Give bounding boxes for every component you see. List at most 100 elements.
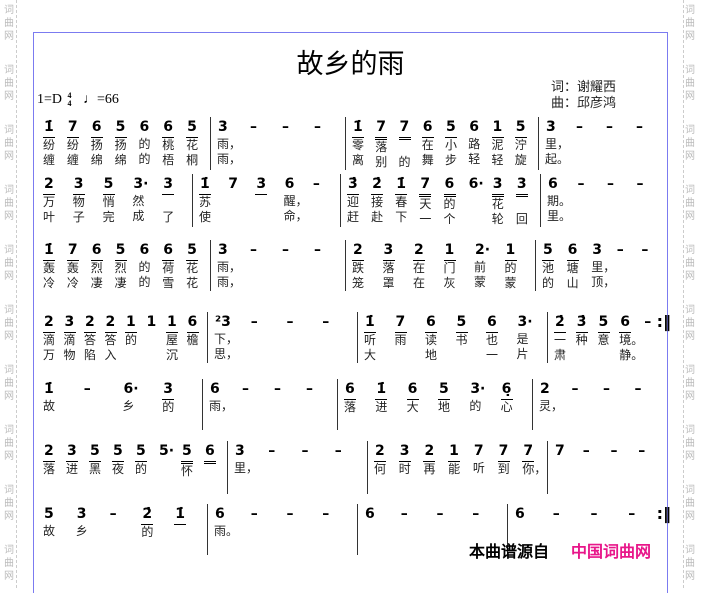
note: – <box>250 119 257 135</box>
note-column: – <box>590 504 628 555</box>
watermark-text: 词曲网 <box>685 545 695 582</box>
watermark-text: 词曲网 <box>4 305 14 342</box>
note: 1 <box>125 312 137 333</box>
note-column: – <box>436 504 472 555</box>
note-column: – <box>286 312 322 363</box>
note: – <box>250 314 258 330</box>
brand-link[interactable]: 中国词曲网 <box>571 542 652 561</box>
note-column: – <box>301 441 334 494</box>
note: – <box>334 443 342 459</box>
note: 5 <box>112 441 124 462</box>
repeat-sign: :‖ <box>656 504 671 523</box>
note: 1̇ <box>43 117 55 138</box>
source-label: 本曲谱源自 <box>469 542 550 561</box>
lyricist: 词：谢耀西 <box>551 80 617 95</box>
lyric-verse-1: 怀 <box>181 464 194 478</box>
time-den: 4 <box>67 99 72 108</box>
lyric-verse-1: 的 <box>138 260 151 274</box>
lyric-verse-2: 沉 <box>166 348 179 362</box>
lyric-verse-1: 万 <box>43 195 56 209</box>
lyric-verse-1: 里， <box>545 137 570 151</box>
lyric-verse-2: 使 <box>199 210 212 224</box>
note: 6 <box>443 174 456 197</box>
note: – <box>606 119 613 135</box>
note: 5 <box>542 240 554 261</box>
lyric-verse-1: 小 <box>445 138 458 152</box>
note: – <box>312 176 320 192</box>
note: 2̇ <box>371 174 384 195</box>
note-column: – <box>267 441 300 494</box>
note: – <box>644 314 652 330</box>
time-num: 4 <box>67 91 72 100</box>
note: 1̇ <box>43 240 55 261</box>
note: 7 <box>419 174 432 197</box>
note: – <box>314 242 321 258</box>
lyric-verse-1: 能 <box>448 462 461 476</box>
note-column: 3·是片 <box>517 312 548 363</box>
lyric-verse-1: 大 <box>406 400 419 414</box>
lyric-verse-1: 在 <box>421 138 434 152</box>
lyric-verse-2: 凄 <box>114 276 127 290</box>
note-column: – <box>305 379 337 430</box>
note: 2 <box>43 312 55 333</box>
note: 5 <box>44 506 54 522</box>
note: 7 <box>398 117 411 140</box>
note: 5 <box>89 441 101 462</box>
note: 5· <box>159 443 175 459</box>
note: – <box>472 506 480 522</box>
lyric-verse-2: 的 <box>138 275 151 289</box>
note-column: – <box>400 504 436 555</box>
note-column: – <box>635 117 665 170</box>
note-column: – <box>312 174 340 227</box>
lyric-verse-1: 门 <box>443 261 456 275</box>
note: 6 <box>210 381 220 397</box>
lyric-verse-1: 烈 <box>90 261 103 275</box>
note: 6 <box>162 117 175 138</box>
lyric-verse-2: 缠 <box>43 153 56 167</box>
lyric-verse-2: 冷 <box>43 276 56 290</box>
note: 6 <box>90 117 103 138</box>
note: 6· <box>468 176 484 192</box>
note: – <box>616 242 624 258</box>
lyric-verse-1: 花 <box>491 197 504 211</box>
lyric-verse-1: 然 <box>132 194 145 208</box>
note: 6 <box>406 379 419 400</box>
note-column: – <box>571 379 603 430</box>
lyric-verse-1: 雨， <box>217 260 242 274</box>
lyric-verse-1: 花 <box>186 138 199 152</box>
note: 5 <box>186 117 199 138</box>
tempo: ♩=66 <box>83 92 119 108</box>
lyric-verse-1: 落 <box>382 261 395 275</box>
watermark-text: 词曲网 <box>685 65 695 102</box>
note: 3 <box>255 174 268 195</box>
lyric-verse-1: 荷 <box>162 261 175 275</box>
lyric-verse-1: 再 <box>423 462 436 476</box>
note: 2 <box>43 441 55 462</box>
lyric-verse-2: 罩 <box>382 276 395 290</box>
note: 3 <box>162 379 175 400</box>
